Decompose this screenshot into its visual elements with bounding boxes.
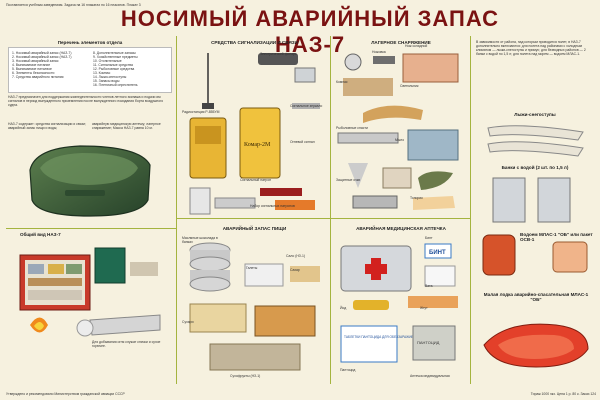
footer-right: Тираж 1000 экз. Цена 1 р. 80 к. Заказ 12… xyxy=(530,392,596,396)
caption: Йод xyxy=(340,306,347,310)
caption: Светильник xyxy=(400,84,419,88)
footer-left: Утверждено и рекомендовано Министерством… xyxy=(6,392,125,396)
items-list-item: 15. Запасы воды xyxy=(93,79,120,83)
caption: Сало (НЗ-1) xyxy=(286,254,305,258)
med-illustration: БИНТ ТАБЛЕТКИ ПАНТОЦИДА ДЛЯ ОБЕЗЗАРАЖИВА… xyxy=(340,243,458,363)
header-note: Поставляется учебным заведениям. Задача … xyxy=(6,3,141,7)
items-list-item: 13. Компас xyxy=(93,71,111,75)
caption: Защитные очки xyxy=(336,178,361,182)
camp-illustration xyxy=(337,53,459,210)
divider xyxy=(330,36,331,384)
items-list-item: 16. Пленочный опреснитель xyxy=(93,83,138,87)
intro-text: НАЗ-7 предназначен для поддержания жизне… xyxy=(8,95,164,107)
caption: Сигнальный патрон xyxy=(240,178,272,182)
items-list-item: 6. Элементы безопасности xyxy=(12,71,55,75)
items-list-item: 3. Носимый аварийный запас xyxy=(12,59,59,63)
caption: Ножовка xyxy=(372,50,386,54)
divider xyxy=(176,36,177,384)
fire-note: Для добывания огня служат спички и сухое… xyxy=(92,340,161,348)
skis-title: Лыжи-снегоступы xyxy=(514,112,556,117)
items-list-item: 11. Сигнальные средства xyxy=(93,63,133,67)
right-info-text: В зависимости от района, над которым про… xyxy=(476,40,586,56)
caption: Компас xyxy=(336,80,348,84)
naz-case-illustration xyxy=(29,145,151,217)
contents-text-2: аварийную медицинскую аптечку; лагерное … xyxy=(92,122,161,130)
caption: Пантоцид xyxy=(340,368,356,372)
caption: Сухофрукты (НЗ-1) xyxy=(230,374,261,378)
items-list-item: 1. Носимый аварийный запас (НАЗ-7) xyxy=(12,51,72,55)
med-section-title: АВАРИЙНАЯ МЕДИЦИНСКАЯ АПТЕЧКА xyxy=(356,226,446,231)
boat-illustration xyxy=(483,323,589,368)
items-table-title: Перечень элементов отдела xyxy=(57,40,123,45)
caption: Аптечка индивидуальная xyxy=(410,374,450,378)
caption: Сухари xyxy=(182,320,194,324)
general-view-illustration xyxy=(19,247,161,337)
caption: Огневой сигнал xyxy=(290,140,315,144)
caption: Радиостанция Р-855УМ xyxy=(182,110,220,114)
radio-label: Комар-2М xyxy=(244,142,271,148)
caption: Топорик xyxy=(410,196,423,200)
water-cans-title: Банки с водой (2 шт. по 1,5 л) xyxy=(501,165,569,170)
items-column-1: 1. Носимый аварийный запас (НАЗ-7)2. Нос… xyxy=(12,51,87,79)
caption: Масляные шоколада в банках xyxy=(182,236,218,244)
items-list-item: 8. Дополнительные запасы xyxy=(93,51,136,55)
caption: Набор сигнальных патронов xyxy=(250,204,295,208)
pantocid-vial-label: ПАНТОЦИД xyxy=(417,340,440,345)
items-table: 1. Носимый аварийный запас (НАЗ-7)2. Нос… xyxy=(8,47,172,93)
pantocid-package-label: ТАБЛЕТКИ ПАНТОЦИДА ДЛЯ ОБЕЗЗАРАЖИВАНИЯ В… xyxy=(344,335,433,339)
food-illustration xyxy=(189,242,320,371)
page-title: НОСИМЫЙ АВАРИЙНЫЙ ЗАПАС НАЗ-7 xyxy=(120,6,500,57)
caption: Мыло xyxy=(395,138,405,142)
flask-title: Водоем МЛАС-1 "ОБ" или пакет ОСВ-1 xyxy=(520,232,593,242)
items-list-item: 14. Лыжи-снегоступы xyxy=(93,75,127,79)
items-list-item: 7. Средства аварийного питания xyxy=(12,75,64,79)
caption: Сахар xyxy=(290,268,300,272)
caption: Электрический фонарь xyxy=(260,52,297,56)
caption: Жгут xyxy=(420,306,428,310)
items-list-item: 4. Вынимаемое питание xyxy=(12,63,51,67)
bint-label: БИНТ xyxy=(429,250,446,256)
footer: Утверждено и рекомендовано Министерством… xyxy=(6,392,596,396)
items-list-item: 12. Рыболовные средства xyxy=(93,67,135,71)
flask-illustration xyxy=(482,234,588,276)
food-section-title: АВАРИЙНЫЙ ЗАПАС ПИЩИ xyxy=(222,226,287,231)
caption: Сигнальное зеркало xyxy=(290,104,323,108)
caption: Рыболовные снасти xyxy=(336,126,368,130)
camp-section-title: ЛАГЕРНОЕ СНАРЯЖЕНИЕ xyxy=(371,40,431,45)
water-cans-illustration xyxy=(492,177,571,223)
items-list-item: 5. Вынимаемое питьевое xyxy=(12,67,52,71)
signal-section-title: СРЕДСТВА СИГНАЛИЗАЦИИ И СВЯЗИ xyxy=(211,40,298,45)
signal-illustration: Комар-2М xyxy=(189,53,320,215)
caption: Нож складной xyxy=(405,44,428,48)
divider xyxy=(176,218,470,219)
divider xyxy=(470,36,471,384)
skis-illustration xyxy=(487,125,584,157)
items-list-item: 2. Носимый аварийный запас (НАЗ-7) xyxy=(12,55,72,59)
boat-title: Малая лодка аварийно-спасательная МЛАС-1… xyxy=(483,292,589,302)
contents-text: НАЗ-7 содержит: средства сигнализации и … xyxy=(8,122,86,130)
caption: Вата xyxy=(425,284,433,288)
items-list-item: 10. Отопительные xyxy=(93,59,122,63)
header: Поставляется учебным заведениям. Задача … xyxy=(0,0,600,57)
caption: Бинт xyxy=(425,236,433,240)
caption: Галеты xyxy=(246,266,258,270)
items-list-item: 9. Хозяйственные предметы xyxy=(93,55,138,59)
divider xyxy=(6,228,176,229)
general-view-title: Общий вид НАЗ-7 xyxy=(20,232,61,237)
